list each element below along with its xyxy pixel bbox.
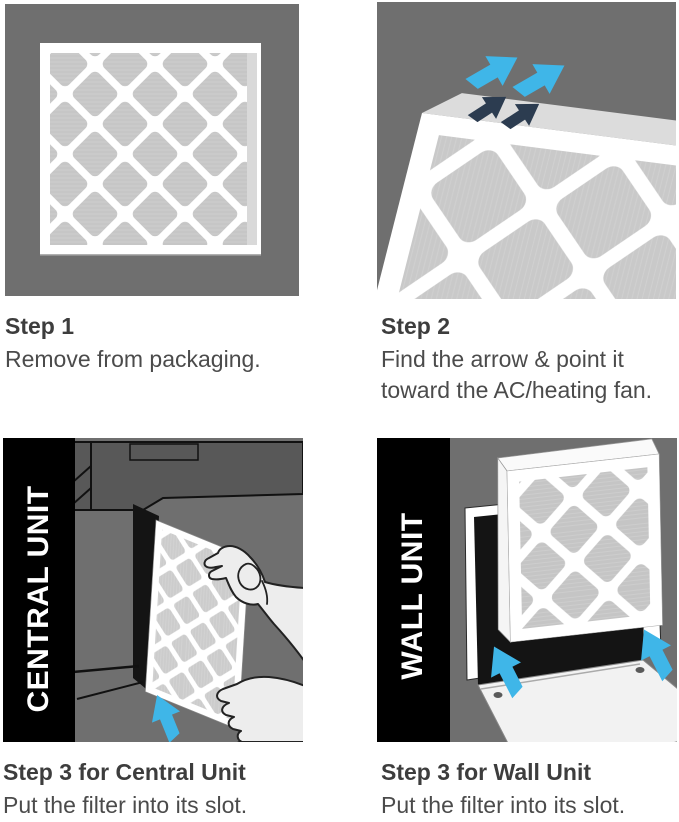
step3-wall-illustration: WALL UNIT (377, 438, 677, 742)
upper-hand (203, 545, 303, 661)
tilted-filter (377, 93, 676, 299)
step3-central-illustration: CENTRAL UNIT (3, 438, 303, 742)
step1-illustration (5, 4, 299, 296)
step1-caption: Remove from packaging. (5, 346, 261, 372)
step2-caption: Find the arrow & point it toward the AC/… (381, 346, 653, 403)
step3-central-caption: Put the filter into its slot. (3, 792, 248, 818)
step3-wall-heading: Step 3 for Wall Unit (381, 759, 591, 785)
step2-heading: Step 2 (381, 313, 451, 339)
air-filter-front (40, 43, 261, 256)
central-unit-label: CENTRAL UNIT (22, 485, 55, 712)
lower-hand (216, 675, 303, 742)
wall-filter (497, 438, 663, 644)
step1-heading: Step 1 (5, 313, 75, 339)
central-unit-label-bar (3, 438, 75, 742)
wall-unit-label-bar (377, 438, 450, 742)
step2-illustration (377, 2, 676, 299)
step3-central-heading: Step 3 for Central Unit (3, 759, 246, 785)
wall-unit-label: WALL UNIT (396, 512, 429, 679)
step3-wall-caption: Put the filter into its slot. (381, 792, 626, 818)
